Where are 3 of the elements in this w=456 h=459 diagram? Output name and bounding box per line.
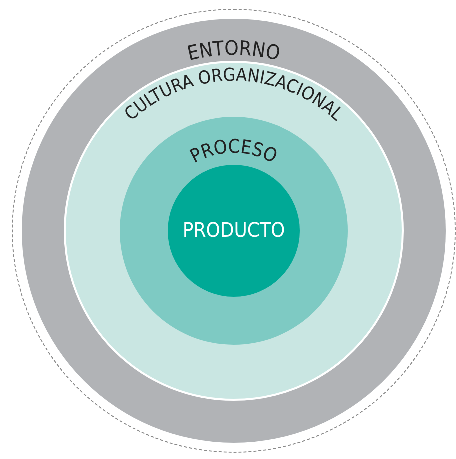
- circle-label: PRODUCTO: [182, 218, 286, 242]
- ring-label: ENTORNO: [185, 36, 283, 66]
- ring-label: PROCESO: [186, 136, 281, 168]
